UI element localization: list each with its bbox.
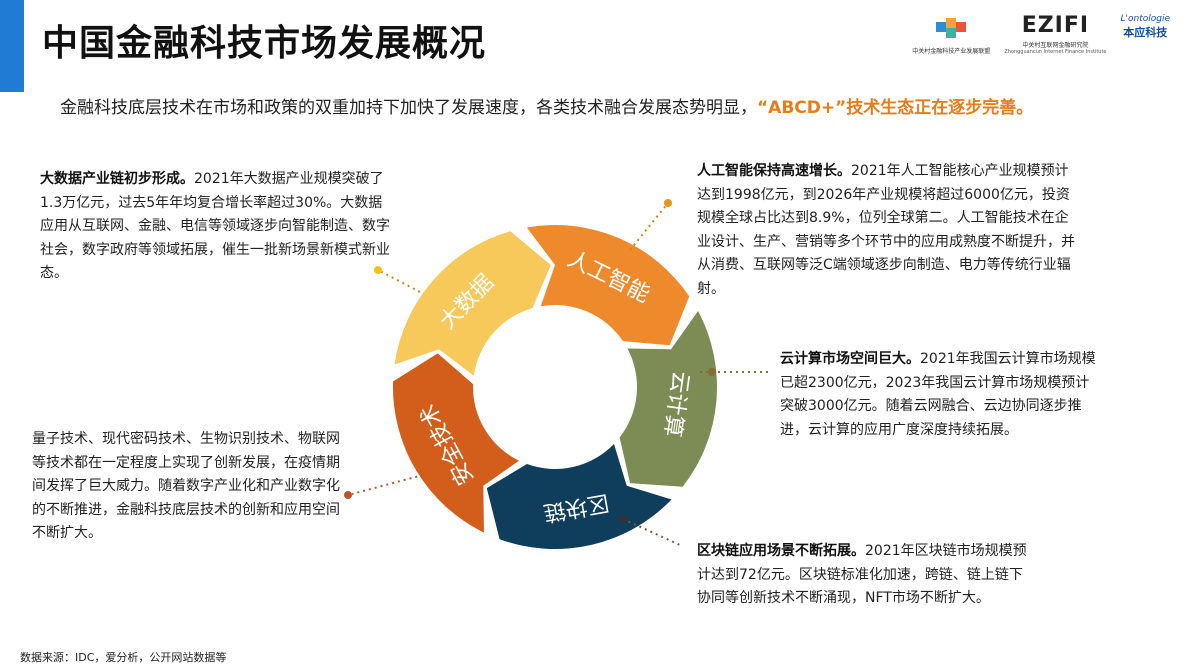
logos: 中关村金融科技产业发展联盟 EZIFI 中关村互联网金融研究院 Zhonggua… [912, 14, 1170, 66]
title-accent-bar [0, 0, 24, 92]
lontologie-logo: L'ontologie 本应科技 [1121, 14, 1171, 40]
cycle-segment-security [393, 353, 520, 533]
connector-dot-ai [664, 199, 672, 207]
connector-big-data [377, 269, 421, 293]
connector-dot-cloud [708, 368, 716, 376]
big-data-body: 2021年大数据产业规模突破了1.3万亿元，过去5年年均复合增长率超过30%。大… [40, 171, 390, 281]
ezifi-logo-mark: EZIFI [1021, 13, 1090, 38]
connector-dot-blockchain [619, 515, 627, 523]
cycle-segment-big-data [394, 231, 551, 376]
lontologie-logo-mark: L'ontologie [1120, 14, 1171, 24]
connector-ai [629, 202, 669, 251]
cloud-heading: 云计算市场空间巨大。 [780, 351, 920, 367]
cycle-segment-blockchain [486, 443, 672, 549]
zgc-fintech-logo: 中关村金融科技产业发展联盟 [912, 14, 990, 55]
page-title: 中国金融科技市场发展概况 [42, 23, 487, 64]
connectors [344, 199, 770, 546]
zgc-fintech-logo-text: 中关村金融科技产业发展联盟 [912, 48, 991, 55]
intro-main: 金融科技底层技术在市场和政策的双重加持下加快了发展速度，各类技术融合发展态势明显… [60, 98, 757, 118]
ezifi-logo-text-en: Zhongguancun Internet Finance Institute [1004, 49, 1107, 55]
connector-security [351, 474, 424, 495]
ezifi-logo: EZIFI 中关村互联网金融研究院 Zhongguancun Internet … [1004, 13, 1107, 56]
cycle-segment-ai [526, 225, 690, 346]
connector-dot-big-data [374, 266, 382, 274]
big-data-text-block: 大数据产业链初步形成。2021年大数据产业规模突破了1.3万亿元，过去5年年均复… [40, 168, 392, 286]
connector-dot-security [344, 491, 352, 499]
security-text-block: 量子技术、现代密码技术、生物识别技术、物联网等技术都在一定程度上实现了创新发展，… [32, 428, 346, 546]
cloud-body: 2021年我国云计算市场规模已超2300亿元，2023年我国云计算市场规模预计突… [780, 351, 1096, 438]
cube-logo-icon [936, 18, 967, 38]
big-data-heading: 大数据产业链初步形成。 [40, 171, 194, 187]
lontologie-logo-cn: 本应科技 [1123, 26, 1168, 39]
cloud-text-block: 云计算市场空间巨大。2021年我国云计算市场规模已超2300亿元，2023年我国… [780, 348, 1098, 442]
blockchain-body: 2021年区块链市场规模预计达到72亿元。区块链标准化加速，跨链、链上链下协同等… [697, 543, 1027, 606]
blockchain-heading: 区块链应用场景不断拓展。 [697, 543, 865, 559]
blockchain-text-block: 区块链应用场景不断拓展。2021年区块链市场规模预计达到72亿元。区块链标准化加… [697, 540, 1031, 611]
intro-text: 金融科技底层技术在市场和政策的双重加持下加快了发展速度，各类技术融合发展态势明显… [60, 96, 1120, 120]
connector-blockchain [622, 518, 681, 546]
data-source-note: 数据来源：IDC，爱分析，公开网站数据等 [20, 651, 227, 664]
ai-heading: 人工智能保持高速增长。 [697, 163, 851, 179]
cycle-segment-cloud [619, 310, 718, 487]
ai-body: 2021年人工智能核心产业规模预计达到1998亿元，到2026年产业规模将超过6… [697, 163, 1075, 297]
security-body: 量子技术、现代密码技术、生物识别技术、物联网等技术都在一定程度上实现了创新发展，… [32, 431, 340, 541]
intro-highlight: “ABCD+”技术生态正在逐步完善。 [757, 98, 1034, 118]
ezifi-logo-text: 中关村互联网金融研究院 [1022, 42, 1089, 49]
ai-text-block: 人工智能保持高速增长。2021年人工智能核心产业规模预计达到1998亿元，到20… [697, 160, 1081, 301]
